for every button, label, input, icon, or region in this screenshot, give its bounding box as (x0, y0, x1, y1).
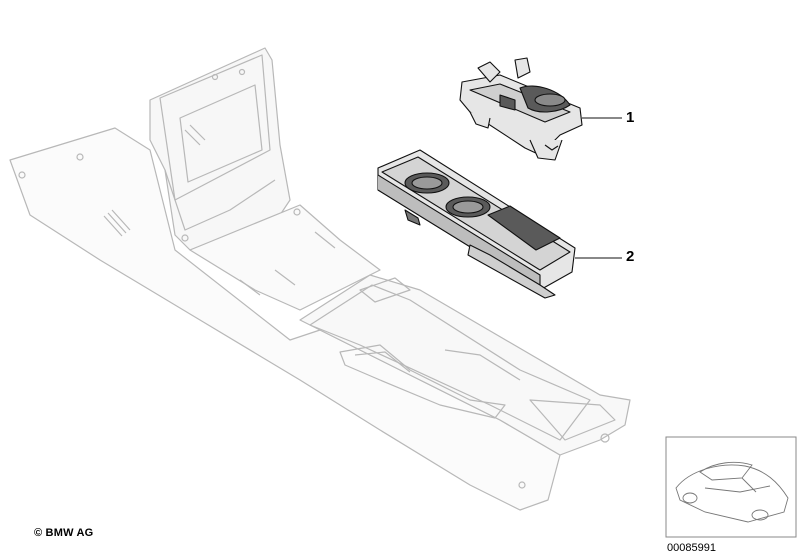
diagram-number: 00085991 (667, 542, 716, 554)
callout-1[interactable]: 1 (626, 109, 635, 126)
center-console (9, 47, 631, 511)
vehicle-thumbnail (665, 436, 797, 538)
cup-holder-insert[interactable] (459, 57, 583, 161)
thumbnail-frame (665, 436, 797, 538)
callout-2[interactable]: 2 (626, 248, 635, 265)
cup-holder-tray[interactable] (377, 149, 576, 299)
copyright-text: © BMW AG (34, 527, 94, 539)
